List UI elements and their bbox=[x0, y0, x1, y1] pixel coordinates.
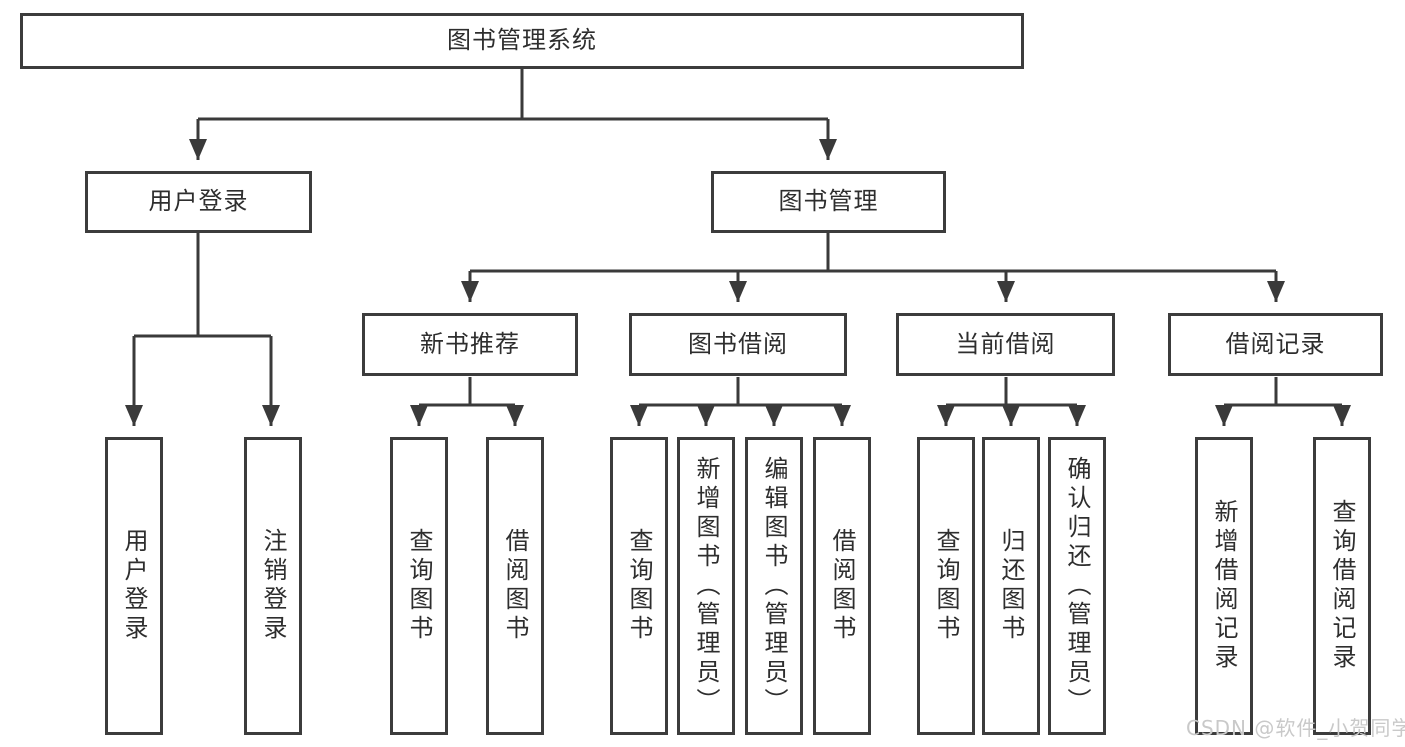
node-borrowing-records: 借阅记录 bbox=[1168, 313, 1383, 376]
leaf-user-login: 用户登录 bbox=[105, 437, 163, 735]
leaf-return-books: 归还图书 bbox=[982, 437, 1040, 735]
node-book-borrowing: 图书借阅 bbox=[629, 313, 847, 376]
node-root-system: 图书管理系统 bbox=[20, 13, 1024, 69]
leaf-add-borrow-record: 新增借阅记录 bbox=[1195, 437, 1253, 735]
connector-current-borrow-rail bbox=[946, 377, 1077, 407]
leaf-query-borrow-record: 查询借阅记录 bbox=[1313, 437, 1371, 735]
node-current-borrowing: 当前借阅 bbox=[896, 313, 1115, 376]
leaf-add-books-admin: 新增图书（管理员） bbox=[677, 437, 735, 735]
leaf-newbook-query-books: 查询图书 bbox=[390, 437, 448, 735]
connector-book-mgmt-rail bbox=[470, 233, 1276, 273]
node-book-management: 图书管理 bbox=[711, 171, 946, 233]
leaf-current-query-books: 查询图书 bbox=[917, 437, 975, 735]
leaf-borrow-books: 借阅图书 bbox=[813, 437, 871, 735]
connector-borrow-record-rail bbox=[1224, 377, 1342, 407]
connector-root-rail bbox=[198, 69, 828, 121]
leaf-edit-books-admin: 编辑图书（管理员） bbox=[745, 437, 803, 735]
connector-user-login-rail bbox=[134, 233, 271, 338]
leaf-confirm-return-admin: 确认归还（管理员） bbox=[1048, 437, 1106, 735]
connector-new-book-rail bbox=[419, 377, 515, 407]
node-user-login: 用户登录 bbox=[85, 171, 312, 233]
csdn-watermark: CSDN @软件_小贺同学 bbox=[1186, 716, 1405, 740]
leaf-logout: 注销登录 bbox=[244, 437, 302, 735]
connector-book-borrow-rail bbox=[639, 377, 842, 407]
node-new-book-recommend: 新书推荐 bbox=[362, 313, 578, 376]
leaf-newbook-borrow-books: 借阅图书 bbox=[486, 437, 544, 735]
leaf-borrow-query-books: 查询图书 bbox=[610, 437, 668, 735]
